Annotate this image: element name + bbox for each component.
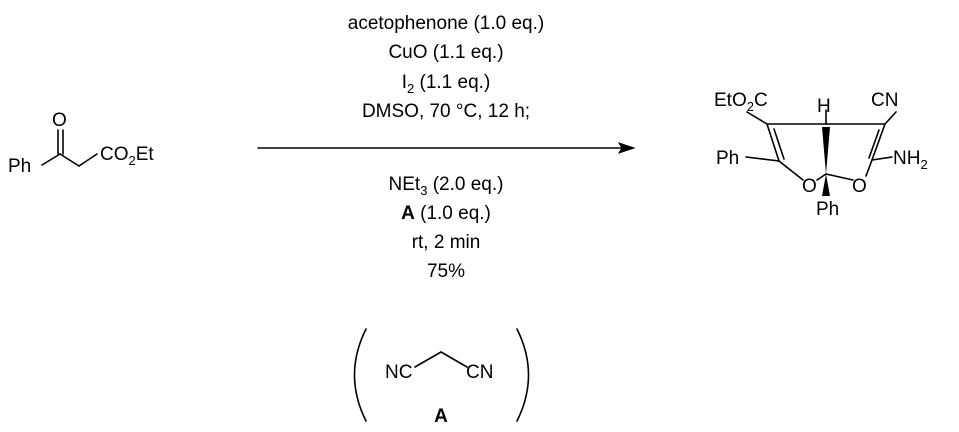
product-phenyl-left-label: Ph [716, 148, 739, 169]
product-bond-c6a-o4 [825, 173, 854, 181]
reagent-a-right-paren [516, 328, 530, 422]
condition-cuo: CuO (1.1 eq.) [388, 42, 503, 63]
reagent-a-label: A [434, 406, 448, 427]
product-oxygen-right-label: O [852, 176, 867, 197]
condition-time: rt, 2 min [412, 232, 481, 253]
reactant-oxygen-label: O [52, 110, 67, 131]
reactant-bond-ch2 [59, 153, 80, 167]
product-bond-c3-c2-double [773, 128, 785, 160]
condition-dmso: DMSO, 70 °C, 12 h; [362, 101, 530, 122]
product-bond-c2-o1 [778, 160, 804, 181]
condition-triethylamine: NEt3 (2.0 eq.) [389, 174, 504, 198]
reactant-bond-ph [41, 153, 61, 166]
product-oxygen-left-label: O [802, 176, 817, 197]
reactant-structure: O Ph CO2Et [8, 110, 154, 177]
arrow-head [617, 142, 636, 154]
conditions-above-arrow: acetophenone (1.0 eq.) CuO (1.1 eq.) I2 … [348, 13, 545, 122]
product-bond-c3prime-c2prime-double [868, 129, 880, 159]
condition-yield: 75% [427, 261, 465, 282]
product-bond-o1-c6a [816, 173, 827, 181]
product-amine-label: NH2 [893, 148, 928, 172]
product-bond-nh2 [871, 156, 893, 161]
reactant-ester-label: CO2Et [100, 144, 154, 168]
reagent-a-bond-left [414, 351, 442, 368]
reagent-a-nc-label: NC [385, 362, 412, 383]
reagent-a-bond-right [440, 351, 468, 368]
product-wedge-ph-bottom [822, 174, 830, 196]
product-bond-ester [746, 111, 768, 125]
condition-acetophenone: acetophenone (1.0 eq.) [348, 13, 545, 34]
reagent-a-left-paren [353, 328, 367, 422]
product-structure: EtO2C H CN Ph NH2 O O Ph [714, 90, 928, 220]
product-ester-label: EtO2C [714, 90, 768, 114]
conditions-below-arrow: NEt3 (2.0 eq.) A (1.0 eq.) rt, 2 min 75% [389, 174, 504, 282]
product-phenyl-bottom-label: Ph [816, 199, 839, 220]
reagent-a-structure: NC CN A [353, 328, 530, 427]
reactant-bond-ester [78, 153, 98, 167]
product-cn-label: CN [871, 90, 898, 111]
condition-reagent-a: A (1.0 eq.) [401, 203, 491, 224]
reagent-a-cn-label: CN [466, 362, 493, 383]
product-wedge-c3a-c6a [822, 127, 830, 174]
product-bond-cn [884, 111, 897, 125]
product-bond-ph-left [745, 156, 780, 162]
product-h-label: H [817, 96, 831, 117]
condition-iodine: I2 (1.1 eq.) [402, 72, 491, 96]
product-bond-o4-c2prime [865, 159, 873, 177]
reactant-phenyl-label: Ph [8, 156, 31, 177]
reaction-arrow [257, 142, 636, 154]
product-bond-c3-c2 [766, 123, 780, 162]
product-bond-c3prime-c2prime [871, 123, 886, 161]
